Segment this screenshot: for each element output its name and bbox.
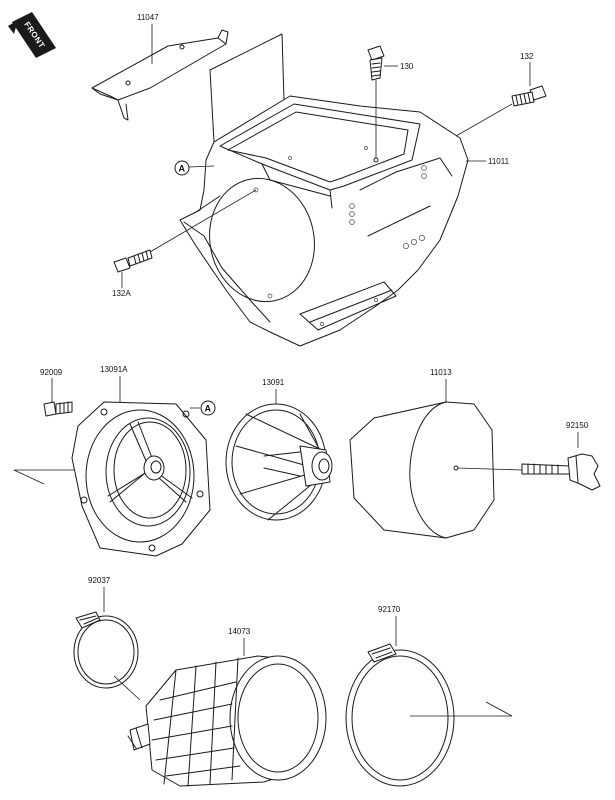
label-11013: 11013 [430,368,452,377]
bolt-132: 132 [455,52,547,137]
label-11011: 11011 [488,157,510,166]
clamp-92170: 92170 [345,605,513,787]
ref-marker-a-bottom: A [200,400,216,416]
bolt-132a: 132A [112,189,257,298]
label-92170: 92170 [378,605,401,614]
label-92037: 92037 [88,576,111,585]
label-13091a: 13091A [100,365,128,374]
ref-a-bottom-label: A [205,404,212,414]
arrow-left [13,469,80,485]
label-92009: 92009 [40,368,63,377]
airbox-label: 11011 [466,157,510,166]
wing-bolt-92150: 92150 [457,421,601,491]
filter-element-11013: 11013 [349,368,495,539]
filter-holder-13091a: 13091A [71,365,211,557]
bolt-92009: 92009 [40,368,73,417]
label-132a: 132A [112,289,131,298]
front-badge: FRONT [8,12,56,58]
label-14073: 14073 [228,627,251,636]
label-132: 132 [520,52,534,61]
ref-a-top-label: A [179,164,186,174]
ref-marker-a-top: A [174,160,215,176]
label-92150: 92150 [566,421,589,430]
label-13091: 13091 [262,378,285,387]
label-11047: 11047 [137,13,159,22]
bracket-11047 [91,29,229,121]
bolt-130: 130 [367,45,414,163]
clamp-92037: 92037 [73,576,141,701]
airbox-11011 [179,33,469,347]
filter-cage-13091: 13091 [225,378,333,521]
bracket-label: 11047 [137,13,159,64]
label-130: 130 [400,62,414,71]
duct-14073: 14073 [127,627,327,787]
